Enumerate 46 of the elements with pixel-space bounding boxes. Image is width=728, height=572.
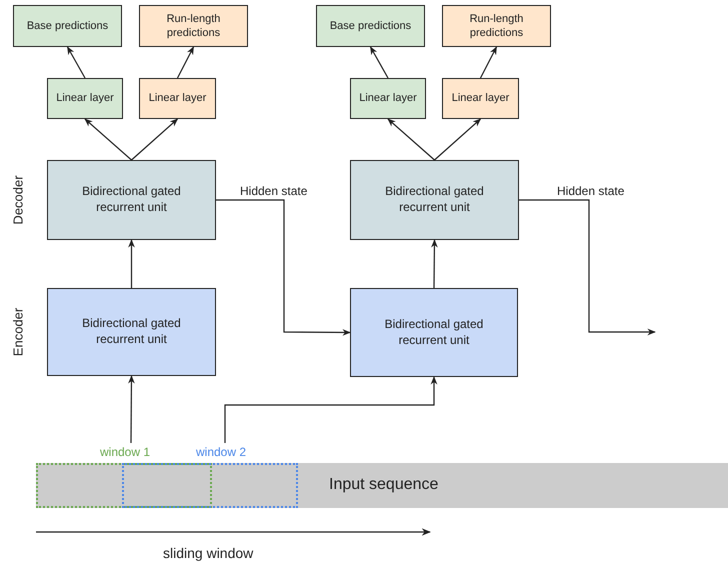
box-label: Base predictions (26, 18, 110, 34)
box-label: Bidirectional gated recurrent unit (384, 184, 485, 216)
box-label: Run-length predictions (468, 12, 524, 40)
arrow (66, 46, 86, 78)
arrow (434, 118, 482, 160)
box-label: Bidirectional gated recurrent unit (81, 184, 182, 216)
box-label: Linear layer (358, 91, 418, 106)
edge-label: Hidden state (557, 184, 624, 198)
side-label: Encoder (10, 308, 26, 356)
output-box (442, 5, 551, 47)
layer-box (47, 78, 123, 119)
arrow (431, 239, 438, 288)
arrow (387, 118, 435, 160)
side-label: Decoder (10, 175, 26, 225)
output-box (316, 5, 425, 47)
box-label: Base predictions (328, 18, 412, 34)
axis-label: sliding window (163, 545, 254, 561)
arrow (128, 375, 135, 443)
layer-box (350, 78, 426, 119)
arrow (224, 376, 438, 443)
box-label: Bidirectional gated recurrent unit (81, 316, 182, 348)
encoder-box (47, 288, 216, 376)
arrow (84, 118, 132, 160)
arrow (519, 199, 656, 336)
box-label: Linear layer (450, 91, 510, 106)
arrow (176, 46, 194, 78)
arrow (131, 118, 178, 160)
edge-label: Hidden state (240, 184, 308, 198)
box-label: Run-length predictions (166, 12, 222, 40)
layer-box (139, 78, 216, 119)
box-label: Linear layer (148, 91, 208, 106)
box-label: Linear layer (55, 91, 115, 106)
arrow (370, 46, 389, 78)
arrow (480, 46, 498, 78)
layer-box (442, 78, 519, 119)
band-label: Input sequence (328, 475, 440, 496)
output-box (13, 5, 122, 47)
box-label: Bidirectional gated recurrent unit (384, 316, 484, 348)
decoder-box (47, 160, 216, 240)
decoder-box (350, 160, 519, 240)
window-label: window 1 (100, 445, 150, 459)
window-label: window 2 (196, 445, 246, 459)
output-box (139, 5, 248, 47)
arrow (128, 239, 135, 288)
encoder-box (350, 288, 518, 377)
arrow (216, 199, 351, 336)
